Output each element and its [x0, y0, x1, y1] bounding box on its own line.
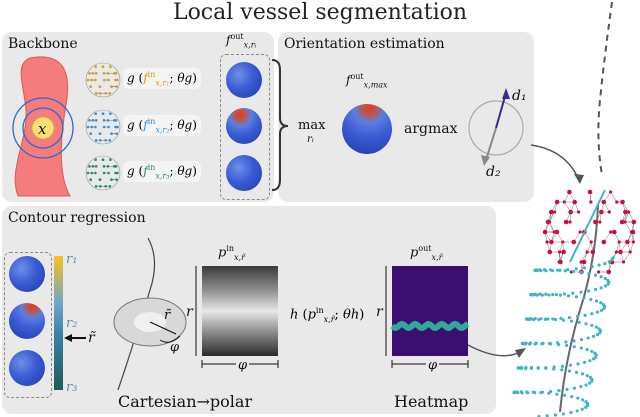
cartesian-curve [117, 237, 156, 391]
polar-image [202, 266, 278, 356]
output-spheres-box [220, 54, 270, 200]
g-function-2: g (finx,r₂; θg) [123, 115, 201, 137]
g-function-1: g (finx,r₁; θg) [123, 68, 201, 90]
d1-label: d₁ [512, 88, 527, 104]
point-x-label: x [38, 120, 47, 138]
r1-label: r₁ [66, 252, 78, 267]
radius-sphere-1 [9, 256, 45, 292]
orientation-panel [278, 32, 534, 202]
heatmap-phi-axis-label: φ [426, 358, 440, 373]
helix-contour [512, 256, 615, 417]
cross-section-phi: φ [170, 340, 180, 355]
polar-phi-axis-label: φ [236, 358, 250, 373]
f-max-label: foutx,max [346, 72, 388, 90]
radius-spheres-box [4, 252, 52, 398]
cartesian-polar-label: Cartesian→polar [118, 392, 253, 411]
backbone-title: Backbone [8, 36, 78, 52]
heatmap-to-helix-arrow [467, 344, 521, 357]
radius-sphere-2 [9, 303, 45, 339]
polar-r-axis-label: r [186, 304, 193, 320]
node-sphere [542, 189, 637, 275]
p-in-label: pinx,r̃ [218, 244, 245, 262]
output-sphere-3 [226, 155, 262, 191]
output-sphere-2 [226, 108, 262, 144]
grouping-brace [271, 59, 289, 191]
d2-arrow [485, 127, 497, 161]
cross-section-r-tilde: r̃ [164, 308, 171, 323]
figure-title: Local vessel segmentation [172, 0, 468, 25]
p-out-label: poutx,r̃ [410, 244, 443, 262]
centerline-solid [559, 204, 599, 413]
icosphere-2 [85, 109, 121, 145]
radius-circle-middle [22, 107, 64, 149]
direction-circle [468, 100, 524, 156]
centerline-dashed [597, 1, 613, 176]
icosphere-3 [85, 155, 121, 191]
max-label: max [298, 118, 326, 133]
icosphere-1 [85, 62, 121, 98]
heatmap-image [392, 266, 468, 356]
heatmap-label: Heatmap [394, 392, 469, 411]
r2-label: r₂ [66, 316, 78, 331]
radius-circle-inner [31, 116, 55, 140]
g-function-3: g (finx,r₃; θg) [123, 161, 201, 183]
max-sphere [342, 104, 392, 154]
d2-label: d₂ [486, 164, 501, 180]
argmax-label: argmax [404, 121, 458, 137]
h-function: h (pinx,r̃; θh) [290, 306, 365, 324]
heatmap-r-axis-label: r [376, 304, 383, 320]
r3-label: r₃ [66, 380, 78, 395]
radius-colorbar [54, 256, 63, 390]
orientation-title: Orientation estimation [284, 36, 445, 52]
output-sphere-1 [226, 62, 262, 98]
radius-sphere-3 [9, 350, 45, 386]
orientation-to-sphere-arrow [530, 144, 579, 179]
f-out-label: foutx,rᵢ [226, 32, 257, 50]
contour-title: Contour regression [8, 210, 146, 226]
r-tilde-label: r̃ [88, 330, 95, 346]
max-sub-label: rᵢ [307, 134, 314, 145]
radius-circle-outer [12, 97, 74, 159]
heatmap-band [390, 320, 470, 332]
